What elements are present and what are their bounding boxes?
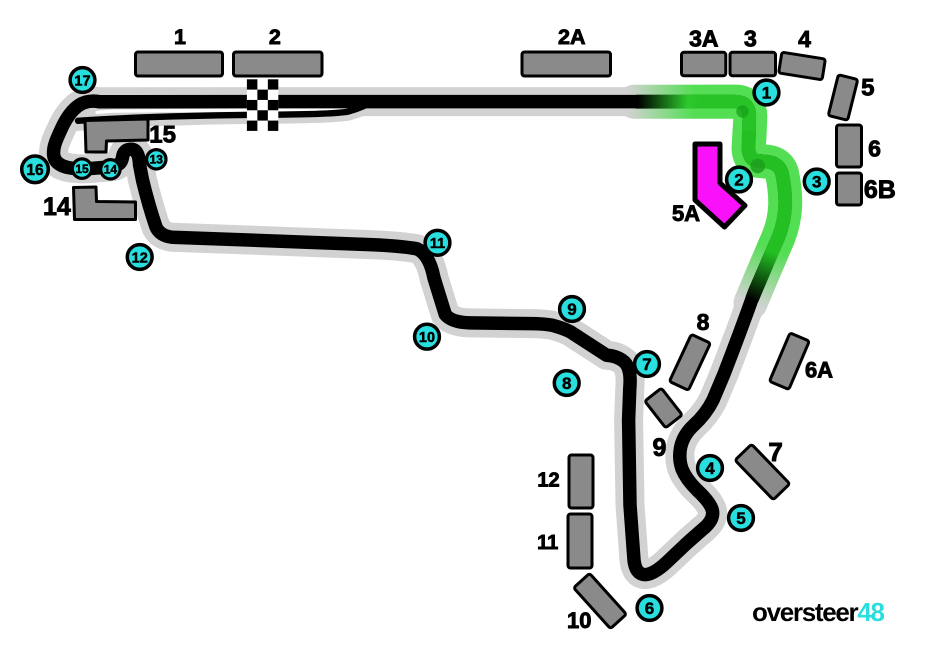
svg-text:8: 8 (697, 309, 710, 335)
svg-text:15: 15 (75, 162, 89, 176)
svg-text:5: 5 (736, 509, 745, 528)
svg-text:3: 3 (744, 26, 757, 52)
svg-text:3A: 3A (689, 26, 718, 52)
svg-text:7: 7 (768, 437, 782, 467)
svg-text:3: 3 (812, 173, 821, 192)
svg-text:9: 9 (567, 300, 576, 319)
svg-text:9: 9 (653, 434, 667, 462)
svg-text:6: 6 (645, 599, 654, 618)
svg-text:1: 1 (762, 84, 771, 103)
svg-text:6A: 6A (805, 358, 833, 383)
svg-text:16: 16 (26, 162, 44, 179)
svg-text:8: 8 (562, 374, 571, 393)
svg-text:2A: 2A (558, 25, 585, 49)
svg-text:12: 12 (132, 250, 148, 266)
svg-text:11: 11 (430, 236, 445, 252)
svg-text:13: 13 (150, 153, 164, 167)
svg-text:2: 2 (734, 171, 743, 190)
svg-text:1: 1 (174, 25, 186, 49)
svg-text:oversteer48: oversteer48 (752, 597, 885, 627)
svg-text:6: 6 (868, 135, 881, 161)
svg-text:14: 14 (104, 163, 118, 177)
svg-text:7: 7 (642, 355, 651, 374)
svg-text:6B: 6B (864, 176, 896, 204)
svg-text:4: 4 (798, 26, 811, 52)
svg-text:2: 2 (269, 25, 281, 49)
svg-text:17: 17 (74, 73, 90, 89)
svg-text:12: 12 (537, 469, 559, 491)
svg-text:10: 10 (567, 608, 591, 633)
svg-text:4: 4 (705, 459, 715, 478)
svg-text:5A: 5A (672, 201, 700, 226)
svg-text:15: 15 (149, 122, 176, 149)
svg-text:11: 11 (537, 532, 558, 554)
svg-text:5: 5 (861, 75, 874, 102)
svg-text:10: 10 (419, 330, 435, 346)
svg-text:14: 14 (43, 193, 71, 221)
